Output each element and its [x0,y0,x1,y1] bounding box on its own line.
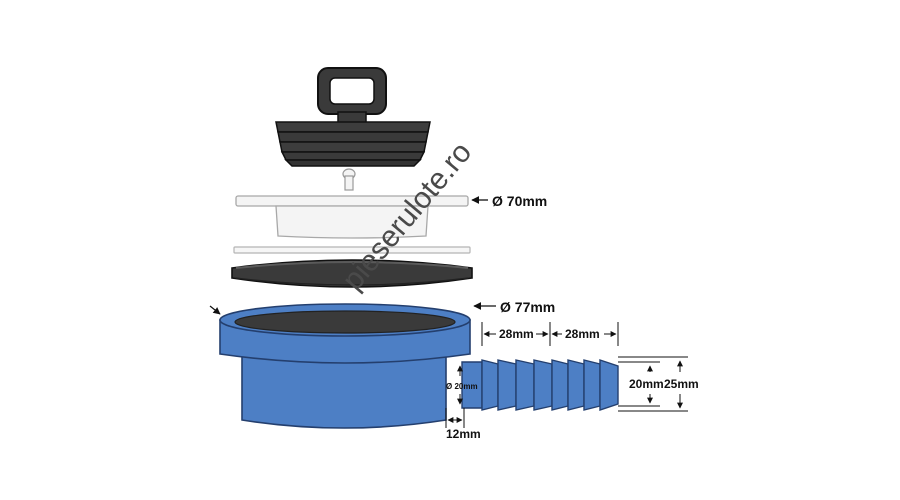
rubber-gasket [231,259,473,288]
barb-length-label-1: 28mm [499,327,534,341]
clear-washer [233,246,471,254]
drain-body [219,303,619,429]
pipe-inner-diameter-label: Ø 20mm [446,382,478,391]
barbed-outlet [461,359,619,411]
cover-disc [235,168,469,239]
barb-length-label-2: 28mm [565,327,600,341]
barb-max-diameter-label: 25mm [664,377,699,391]
rubber-stopper [275,67,431,167]
pipe-offset-label: 12mm [446,427,481,441]
barb-min-diameter-label: 20mm [629,377,664,391]
dimension-annotations: Ø 70mm Ø 77mm 28mm 28mm Ø 20mm 20mm 25mm [209,193,699,441]
cover-diameter-label: Ø 70mm [492,193,547,209]
body-diameter-label: Ø 77mm [500,299,555,315]
